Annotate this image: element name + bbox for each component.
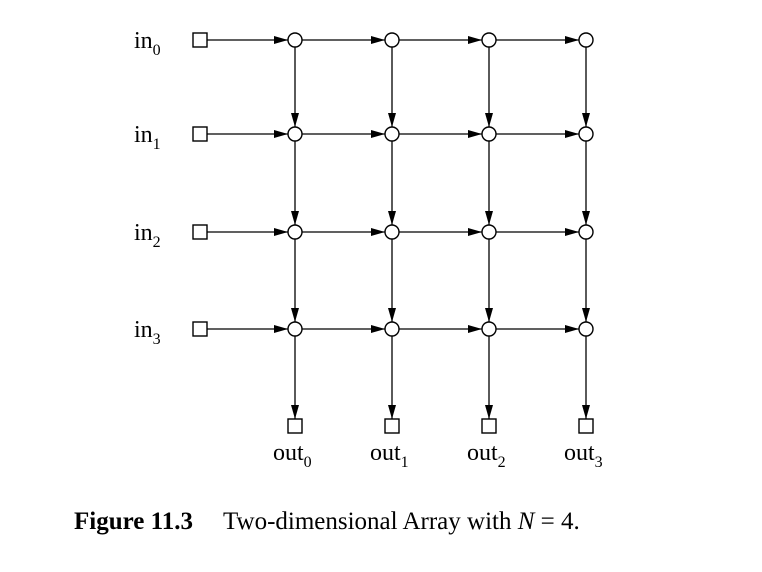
output-port-1 xyxy=(384,418,400,434)
input-label-1: in1 xyxy=(134,122,161,153)
node-0-2 xyxy=(481,32,497,48)
node-1-2 xyxy=(481,126,497,142)
node-1-0 xyxy=(287,126,303,142)
input-port-1 xyxy=(192,126,208,142)
node-3-3 xyxy=(578,321,594,337)
caption-text: Two-dimensional Array with xyxy=(222,508,518,535)
input-label-2: in2 xyxy=(134,220,161,251)
node-1-3 xyxy=(578,126,594,142)
node-2-0 xyxy=(287,224,303,240)
figure-number: Figure 11.3 xyxy=(74,508,193,535)
node-0-3 xyxy=(578,32,594,48)
caption-equals: = xyxy=(534,508,562,535)
input-label-0: in0 xyxy=(134,28,161,59)
input-label-3: in3 xyxy=(134,317,161,348)
node-1-1 xyxy=(384,126,400,142)
input-port-0 xyxy=(192,32,208,48)
node-2-1 xyxy=(384,224,400,240)
output-label-3: out3 xyxy=(564,440,603,471)
output-port-0 xyxy=(287,418,303,434)
node-3-1 xyxy=(384,321,400,337)
node-0-0 xyxy=(287,32,303,48)
node-2-3 xyxy=(578,224,594,240)
output-port-2 xyxy=(481,418,497,434)
node-3-0 xyxy=(287,321,303,337)
node-0-1 xyxy=(384,32,400,48)
caption-period: . xyxy=(573,508,580,535)
output-label-2: out2 xyxy=(467,440,506,471)
caption-value: 4 xyxy=(561,508,574,535)
input-port-3 xyxy=(192,321,208,337)
caption-variable: N xyxy=(517,508,535,535)
output-port-3 xyxy=(578,418,594,434)
node-2-2 xyxy=(481,224,497,240)
output-label-1: out1 xyxy=(370,440,409,471)
input-port-2 xyxy=(192,224,208,240)
output-label-0: out0 xyxy=(273,440,312,471)
node-3-2 xyxy=(481,321,497,337)
